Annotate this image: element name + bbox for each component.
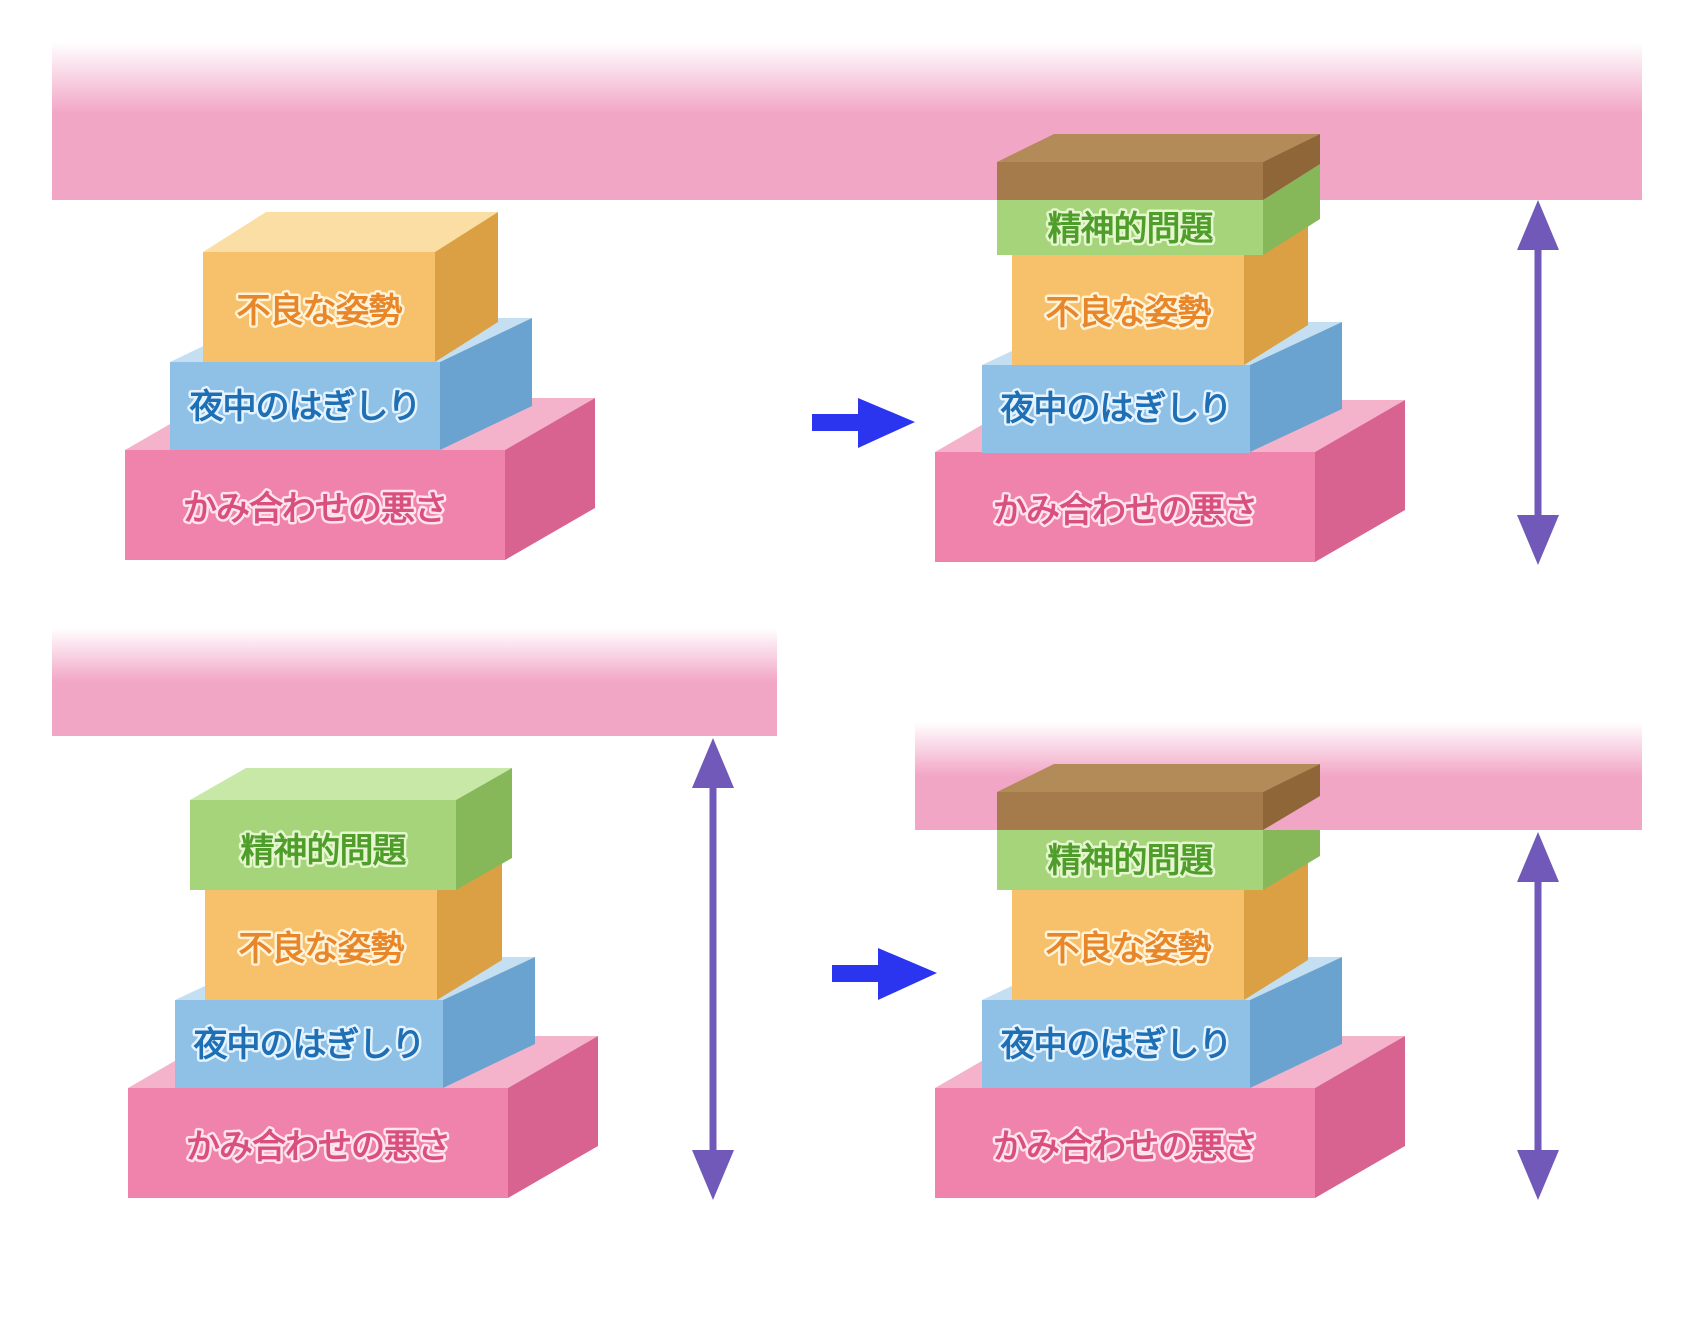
double-headed-vertical-arrow-icon	[1517, 200, 1559, 565]
panel-2-four-causes-touching-ceiling: かみ合わせの悪さ 夜中のはぎしり 不良な姿勢 精神的問題	[935, 134, 1559, 565]
label-mental: 精神的問題	[1048, 209, 1214, 249]
label-posture: 不良な姿勢	[237, 291, 403, 331]
right-arrow-icon	[812, 398, 915, 448]
right-arrow-icon	[832, 948, 937, 1000]
label-posture: 不良な姿勢	[1046, 929, 1212, 969]
label-bruxism: 夜中のはぎしり	[193, 1025, 425, 1065]
ceiling-band	[52, 42, 1642, 200]
block-mental-overflow	[997, 764, 1320, 830]
panel-4-four-causes-touching-lowered-ceiling: かみ合わせの悪さ 夜中のはぎしり 不良な姿勢 精神的問題	[915, 722, 1642, 1200]
label-malocclusion: かみ合わせの悪さ	[183, 489, 447, 529]
label-posture: 不良な姿勢	[1046, 293, 1212, 333]
panel-3-four-causes-below-high-ceiling: かみ合わせの悪さ 夜中のはぎしり 不良な姿勢 精神的問題	[52, 628, 777, 1200]
panel-1-three-causes: かみ合わせの悪さ 夜中のはぎしり 不良な姿勢	[52, 42, 1642, 560]
label-bruxism: 夜中のはぎしり	[189, 387, 421, 427]
block-mental-overflow	[997, 134, 1320, 200]
block-malocclusion: かみ合わせの悪さ	[125, 398, 595, 560]
label-mental: 精神的問題	[241, 831, 407, 871]
double-headed-vertical-arrow-icon	[1517, 832, 1559, 1200]
ceiling-band	[52, 628, 777, 736]
block-mental: 精神的問題	[997, 796, 1320, 890]
label-posture: 不良な姿勢	[239, 929, 405, 969]
block-mental: 精神的問題	[997, 164, 1320, 255]
label-bruxism: 夜中のはぎしり	[1000, 1025, 1232, 1065]
double-headed-vertical-arrow-icon	[692, 738, 734, 1200]
label-malocclusion: かみ合わせの悪さ	[993, 1127, 1257, 1167]
label-malocclusion: かみ合わせの悪さ	[186, 1127, 450, 1167]
label-malocclusion: かみ合わせの悪さ	[993, 491, 1257, 531]
block-posture: 不良な姿勢	[203, 212, 498, 362]
label-mental: 精神的問題	[1048, 841, 1214, 881]
block-mental: 精神的問題	[190, 768, 512, 890]
label-bruxism: 夜中のはぎしり	[1000, 389, 1232, 429]
